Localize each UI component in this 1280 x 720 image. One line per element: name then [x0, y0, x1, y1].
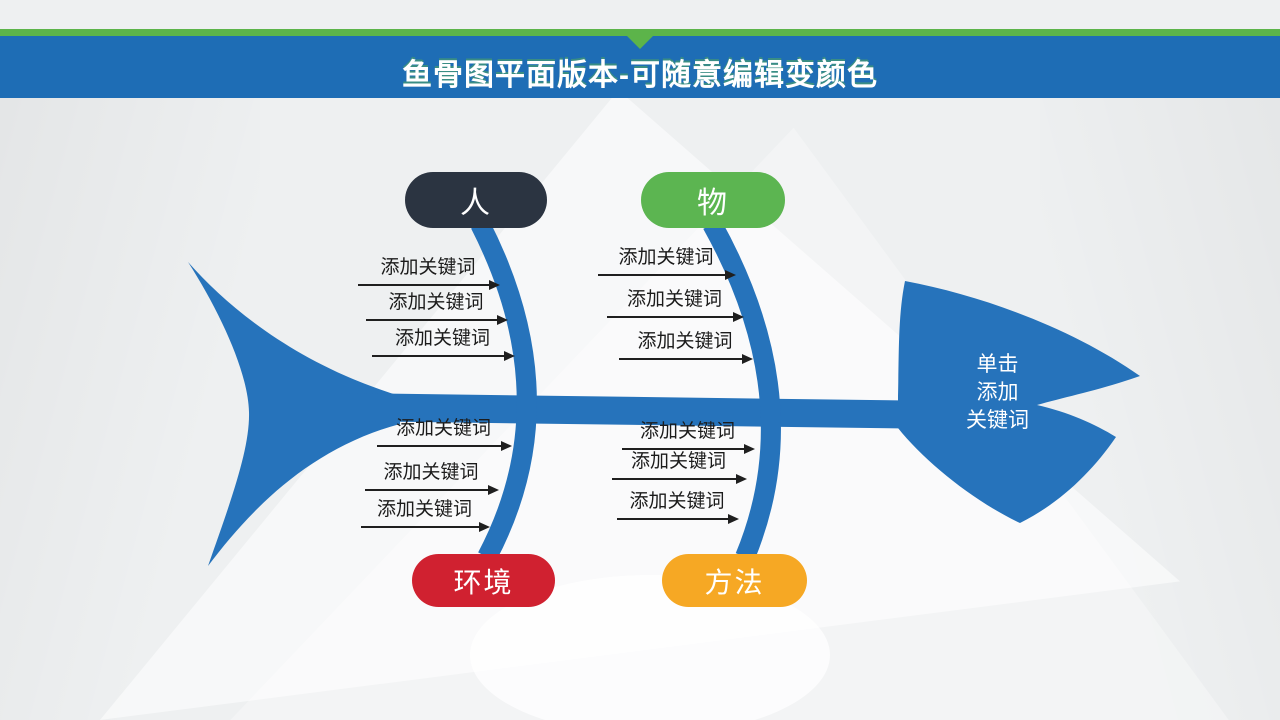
fish-head-text-line: 单击 — [976, 353, 1019, 376]
keyword-label: 添加关键词 — [376, 499, 472, 520]
bone-arc-right — [703, 219, 781, 561]
keyword-label: 添加关键词 — [383, 462, 479, 483]
header-notch-triangle — [627, 36, 653, 49]
category-label-object: 物 — [697, 187, 729, 220]
keyword-label: 添加关键词 — [388, 292, 484, 313]
fish-head-shape[interactable] — [898, 281, 1140, 523]
keyword-arrow-icon — [598, 270, 736, 280]
keyword-label: 添加关键词 — [626, 289, 722, 310]
keyword-item[interactable]: 添加关键词 — [358, 257, 500, 290]
fish-head-text-line: 关键词 — [966, 409, 1029, 432]
keyword-label: 添加关键词 — [630, 451, 726, 472]
keyword-arrow-icon — [365, 485, 499, 495]
keyword-arrow-icon — [366, 315, 508, 325]
category-label-environment: 环境 — [453, 566, 514, 598]
keyword-label: 添加关键词 — [380, 257, 476, 278]
category-label-method: 方法 — [704, 566, 765, 598]
keyword-item[interactable]: 添加关键词 — [372, 328, 515, 361]
category-pill-person[interactable]: 人 — [405, 172, 547, 228]
category-label-person: 人 — [460, 187, 492, 220]
keyword-label: 添加关键词 — [618, 247, 714, 268]
keyword-item[interactable]: 添加关键词 — [612, 451, 747, 484]
keyword-item[interactable]: 添加关键词 — [607, 289, 744, 322]
keyword-label: 添加关键词 — [395, 418, 491, 439]
keyword-arrow-icon — [619, 354, 753, 364]
keyword-arrow-icon — [612, 474, 747, 484]
bone-arc-left — [471, 219, 537, 562]
keyword-item[interactable]: 添加关键词 — [366, 292, 508, 325]
keyword-item[interactable]: 添加关键词 — [622, 421, 755, 454]
keyword-arrow-icon — [372, 351, 515, 361]
category-pill-method[interactable]: 方法 — [662, 554, 807, 607]
keyword-arrow-icon — [607, 312, 744, 322]
category-pill-object[interactable]: 物 — [641, 172, 785, 228]
category-pill-environment[interactable]: 环境 — [412, 554, 555, 607]
fish-spine — [340, 393, 943, 429]
keyword-item[interactable]: 添加关键词 — [361, 499, 490, 532]
slide-title: 鱼骨图平面版本-可随意编辑变颜色 — [402, 59, 878, 92]
keyword-arrow-icon — [377, 441, 512, 451]
keyword-arrow-icon — [617, 514, 739, 524]
keyword-item[interactable]: 添加关键词 — [617, 491, 739, 524]
keyword-item[interactable]: 添加关键词 — [598, 247, 736, 280]
keyword-arrow-icon — [361, 522, 490, 532]
keyword-label: 添加关键词 — [394, 328, 490, 349]
keyword-label: 添加关键词 — [639, 421, 735, 442]
keyword-label: 添加关键词 — [637, 331, 733, 352]
keyword-item[interactable]: 添加关键词 — [377, 418, 512, 451]
fish-head-text-line: 添加 — [976, 381, 1019, 404]
keyword-arrow-icon — [358, 280, 500, 290]
keyword-arrow-icon — [622, 444, 755, 454]
fish-head-text[interactable]: 单击 添加 关键词 — [925, 351, 1070, 435]
fish-tail-shape — [188, 262, 400, 566]
keyword-item[interactable]: 添加关键词 — [365, 462, 499, 495]
keyword-label: 添加关键词 — [629, 491, 725, 512]
keyword-item[interactable]: 添加关键词 — [619, 331, 753, 364]
header-accent-line — [0, 29, 1280, 36]
